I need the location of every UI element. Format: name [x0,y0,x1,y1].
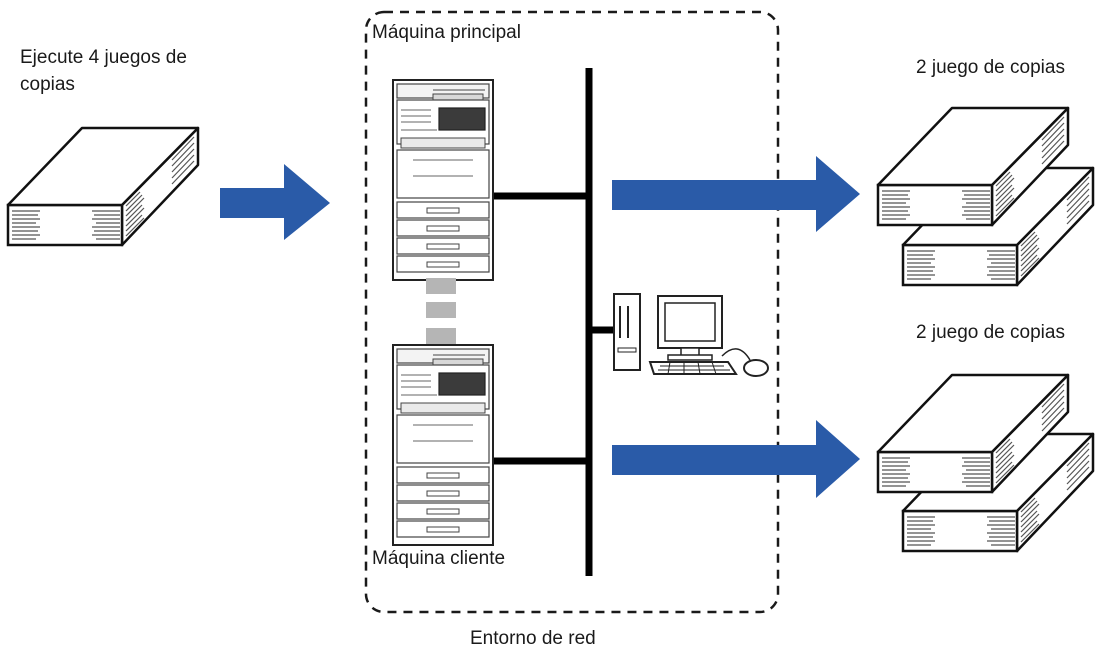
source-label-line1: Ejecute 4 juegos de [20,47,187,68]
computer-icon [613,293,769,377]
machine-link-dashes [426,278,456,344]
output-label-bottom: 2 juego de copias [916,322,1065,343]
input-arrow-icon [220,164,330,240]
network-environment-frame [364,10,780,614]
output-arrow-bottom-icon [612,420,860,498]
source-document-stack-icon [6,126,200,247]
client-machine-printer-icon [392,344,494,546]
network-environment-label: Entorno de red [470,628,596,649]
output-arrow-top-icon [612,156,860,232]
client-machine-label: Máquina cliente [372,548,506,569]
main-machine-printer-icon [392,79,494,281]
output-label-top: 2 juego de copias [916,57,1065,78]
source-label-line2: copias [20,74,75,95]
main-machine-label: Máquina principal [372,22,521,43]
